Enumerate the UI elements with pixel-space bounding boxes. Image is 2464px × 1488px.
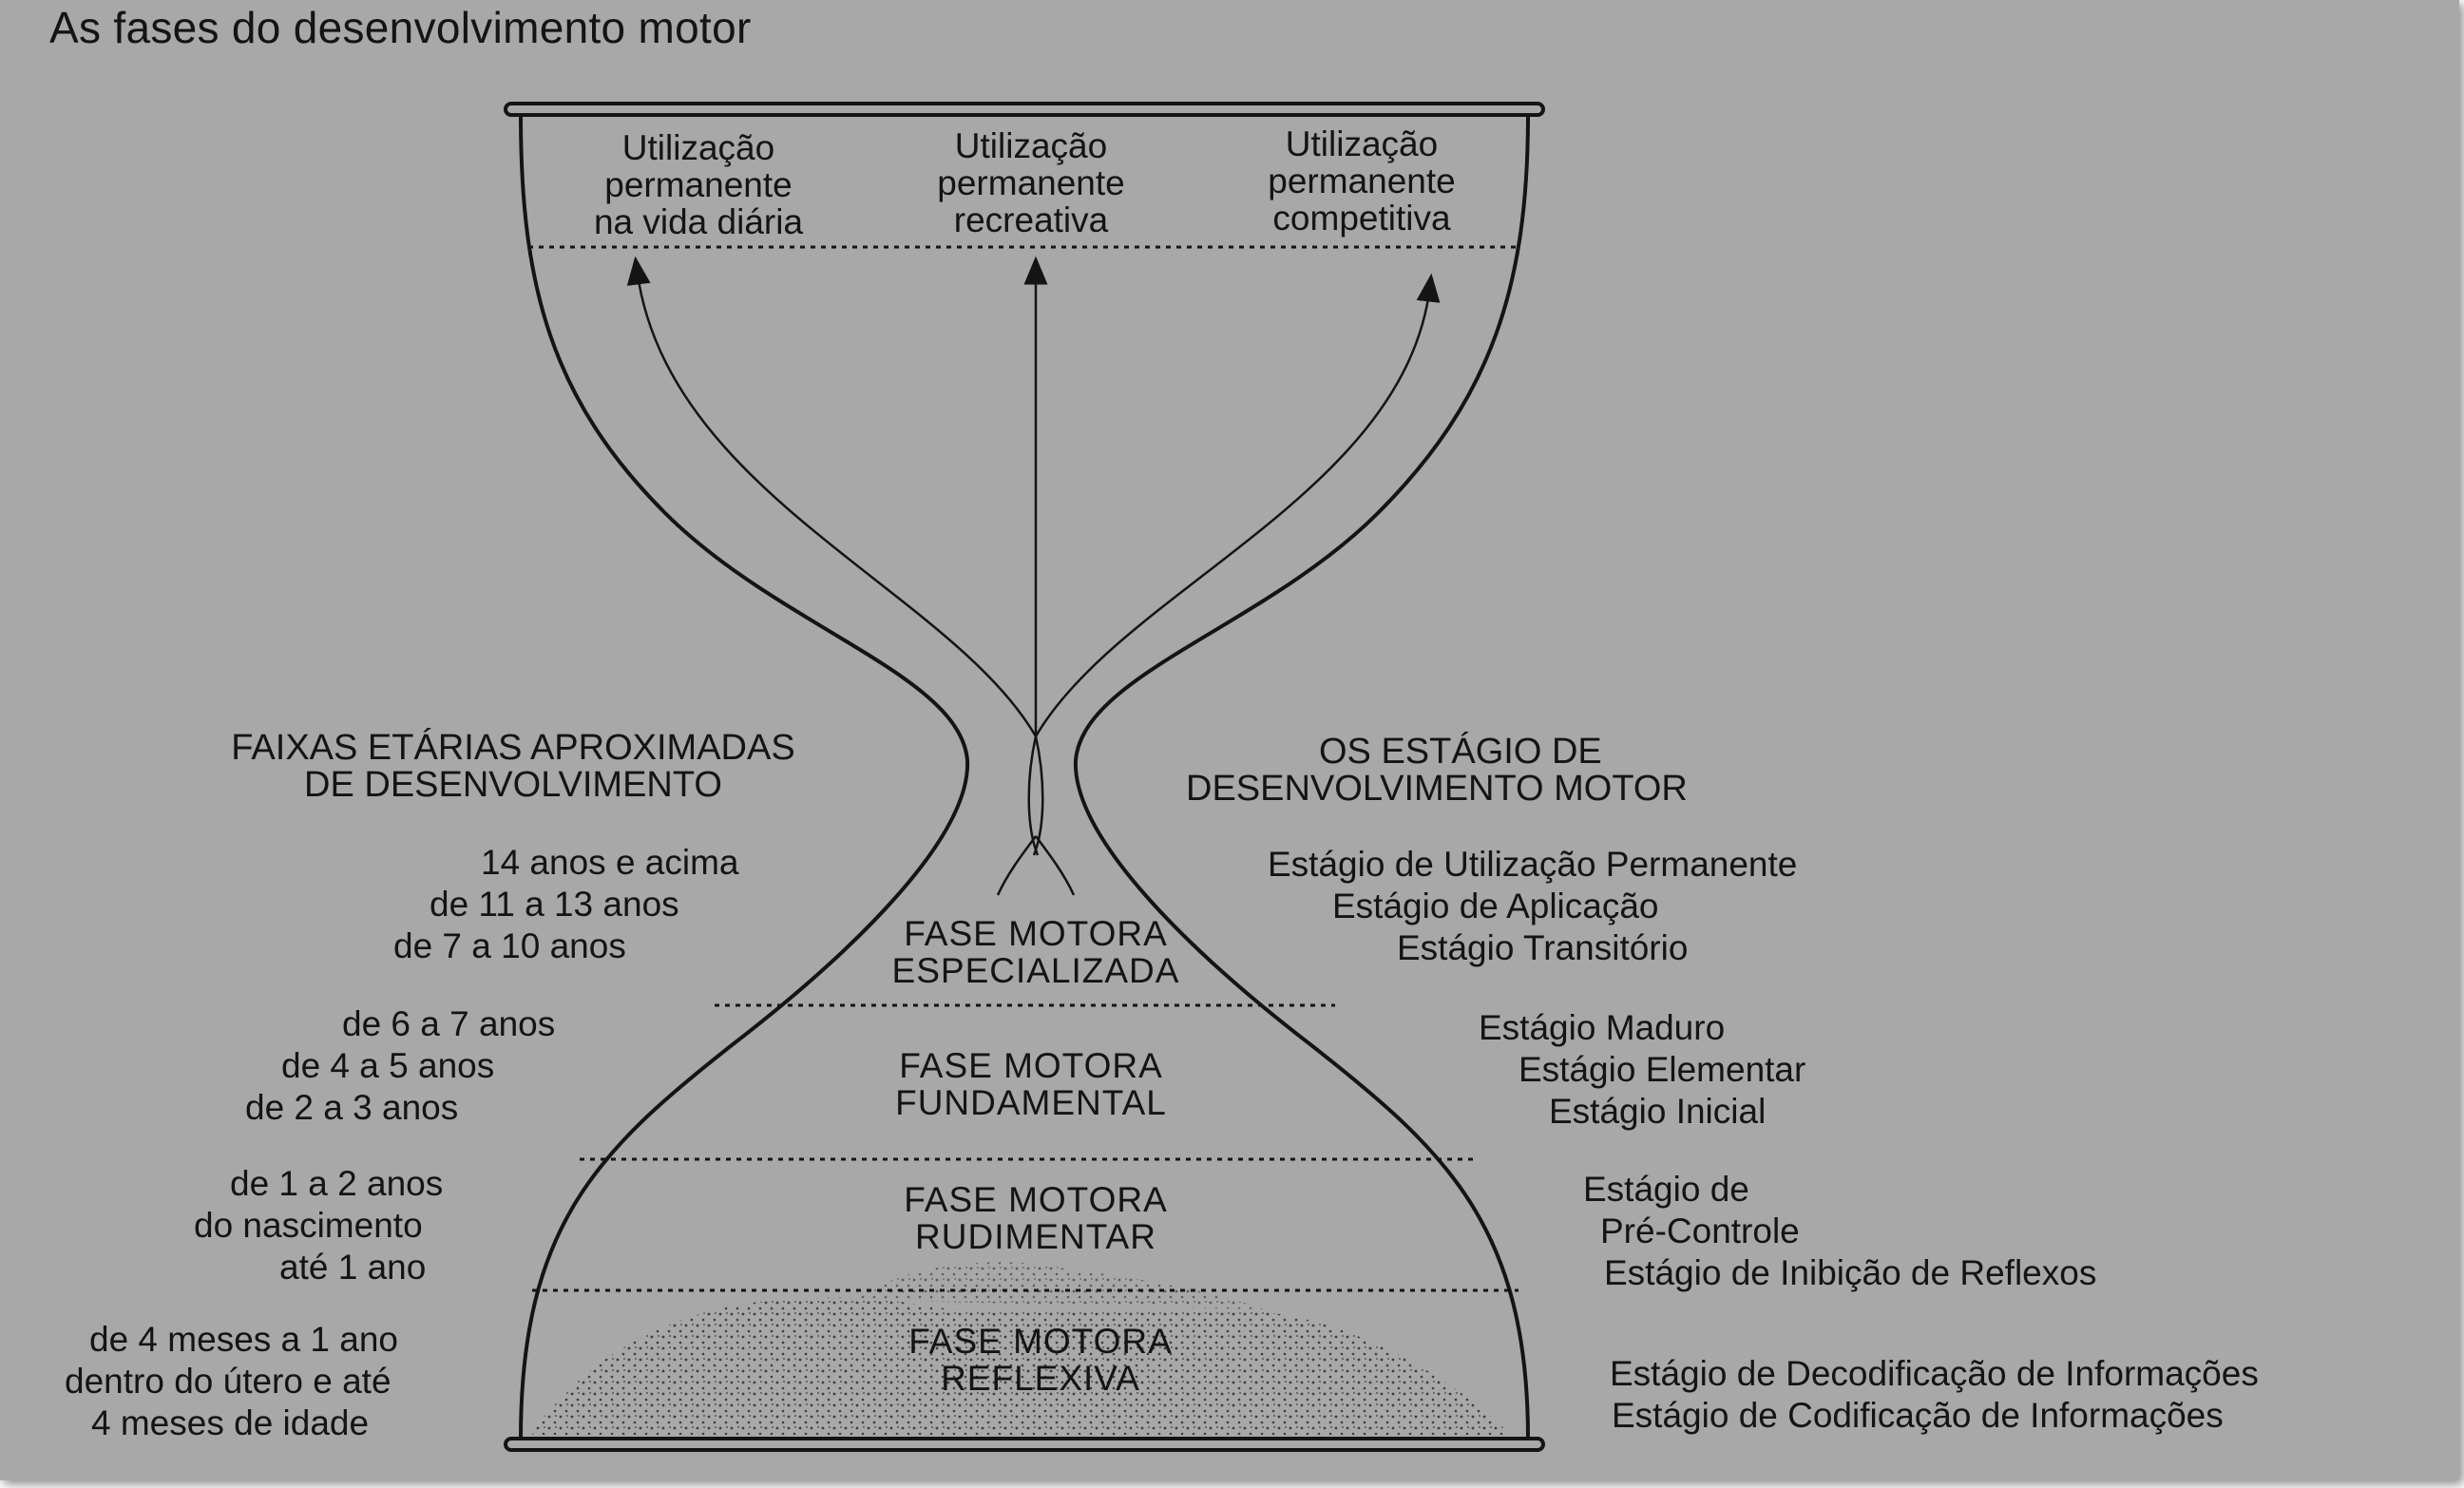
top-label-line: Utilização (954, 126, 1108, 165)
sand-texture-top (855, 1262, 1264, 1309)
development-arrows (626, 256, 1441, 896)
age-item: 4 meses de idade (91, 1403, 370, 1442)
phase-specialized: FASE MOTORA ESPECIALIZADA (846, 915, 1226, 989)
top-label-competitive: Utilização permanente competitiva (1219, 125, 1504, 237)
phase-name-line: FASE MOTORA (899, 1046, 1163, 1085)
phase-reflexive: FASE MOTORA REFLEXIVA (850, 1323, 1231, 1397)
age-item: de 6 a 7 anos (342, 1004, 556, 1043)
phase-name-line: FASE MOTORA (904, 1180, 1168, 1219)
stage-list-reflexive: Estágio de Decodificação de Informações … (1235, 1353, 2376, 1448)
stages-header: OS ESTÁGIO DE DESENVOLVIMENTO MOTOR (1186, 734, 1688, 808)
age-item: de 11 a 13 anos (430, 885, 679, 924)
top-label-line: competitiva (1272, 199, 1451, 238)
stage-item: Estágio Inicial (1549, 1092, 1767, 1131)
phase-dividers (528, 245, 1520, 1292)
phase-fundamental: FASE MOTORA FUNDAMENTAL (841, 1047, 1221, 1121)
phase-name-line: RUDIMENTAR (915, 1217, 1156, 1256)
header-line: DE DESENVOLVIMENTO (304, 765, 722, 805)
stage-item: Estágio de Utilização Permanente (1268, 845, 1798, 884)
age-item: 14 anos e acima (481, 843, 739, 882)
age-item: dentro do útero e até (65, 1362, 392, 1401)
age-list-fundamental: de 6 a 7 anos de 4 a 5 anos de 2 a 3 ano… (0, 1003, 760, 1136)
stage-item: Estágio Elementar (1519, 1050, 1806, 1089)
stage-item: Estágio Maduro (1479, 1008, 1726, 1047)
age-list-specialized: 14 anos e acima de 11 a 13 anos de 7 a 1… (0, 842, 760, 975)
phase-name-line: REFLEXIVA (941, 1359, 1140, 1398)
top-label-line: na vida diária (593, 202, 804, 241)
top-label-line: Utilização (621, 128, 775, 167)
stage-item: Estágio Transitório (1397, 928, 1689, 967)
age-item: de 7 a 10 anos (393, 926, 626, 965)
age-list-reflexive: de 4 meses a 1 ano dentro do útero e até… (0, 1319, 760, 1452)
phase-name-line: FASE MOTORA (904, 914, 1168, 953)
sand-texture (532, 1297, 1511, 1435)
stage-item: Estágio de Aplicação (1332, 887, 1659, 925)
stage-item: Estágio de (1583, 1170, 1749, 1209)
hourglass-caps (504, 102, 1545, 1452)
age-ranges-header: FAIXAS ETÁRIAS APROXIMADAS DE DESENVOLVI… (162, 730, 865, 804)
page-title: As fases do desenvolvimento motor (49, 3, 752, 52)
phase-name-line: FASE MOTORA (908, 1322, 1173, 1361)
hourglass-outline (519, 114, 1530, 1440)
age-item: de 4 meses a 1 ano (89, 1320, 398, 1359)
top-label-line: permanente (937, 163, 1125, 202)
phase-rudimentary: FASE MOTORA RUDIMENTAR (846, 1181, 1226, 1255)
stage-list-specialized: Estágio de Utilização Permanente Estágio… (1235, 844, 2376, 977)
header-line: OS ESTÁGIO DE (1319, 732, 1602, 772)
phase-name-line: FUNDAMENTAL (895, 1083, 1167, 1122)
age-item: de 2 a 3 anos (245, 1088, 459, 1127)
header-line: FAIXAS ETÁRIAS APROXIMADAS (231, 728, 795, 768)
age-list-rudimentary: de 1 a 2 anos do nascimento até 1 ano (0, 1163, 760, 1296)
phase-name-line: ESPECIALIZADA (891, 951, 1180, 990)
stage-item: Estágio de Codificação de Informações (1612, 1396, 2224, 1435)
stage-item: Pré-Controle (1600, 1211, 1800, 1250)
stage-list-fundamental: Estágio Maduro Estágio Elementar Estágio… (1235, 1007, 2376, 1140)
top-label-line: recreativa (953, 200, 1109, 239)
top-label-line: Utilização (1285, 124, 1439, 163)
stage-list-rudimentary: Estágio de Pré-Controle Estágio de Inibi… (1235, 1169, 2376, 1302)
stage-item: Estágio de Inibição de Reflexos (1604, 1253, 2097, 1292)
top-label-line: permanente (1268, 162, 1456, 200)
age-item: de 1 a 2 anos (230, 1164, 444, 1203)
age-item: do nascimento (194, 1206, 423, 1245)
stage-item: Estágio de Decodificação de Informações (1610, 1354, 2259, 1393)
header-line: DESENVOLVIMENTO MOTOR (1186, 769, 1688, 809)
age-item: de 4 a 5 anos (281, 1046, 495, 1085)
top-label-daily-life: Utilização permanente na vida diária (537, 129, 860, 240)
top-label-recreational: Utilização permanente recreativa (888, 127, 1174, 238)
top-label-line: permanente (604, 165, 793, 204)
age-item: até 1 ano (279, 1248, 427, 1287)
